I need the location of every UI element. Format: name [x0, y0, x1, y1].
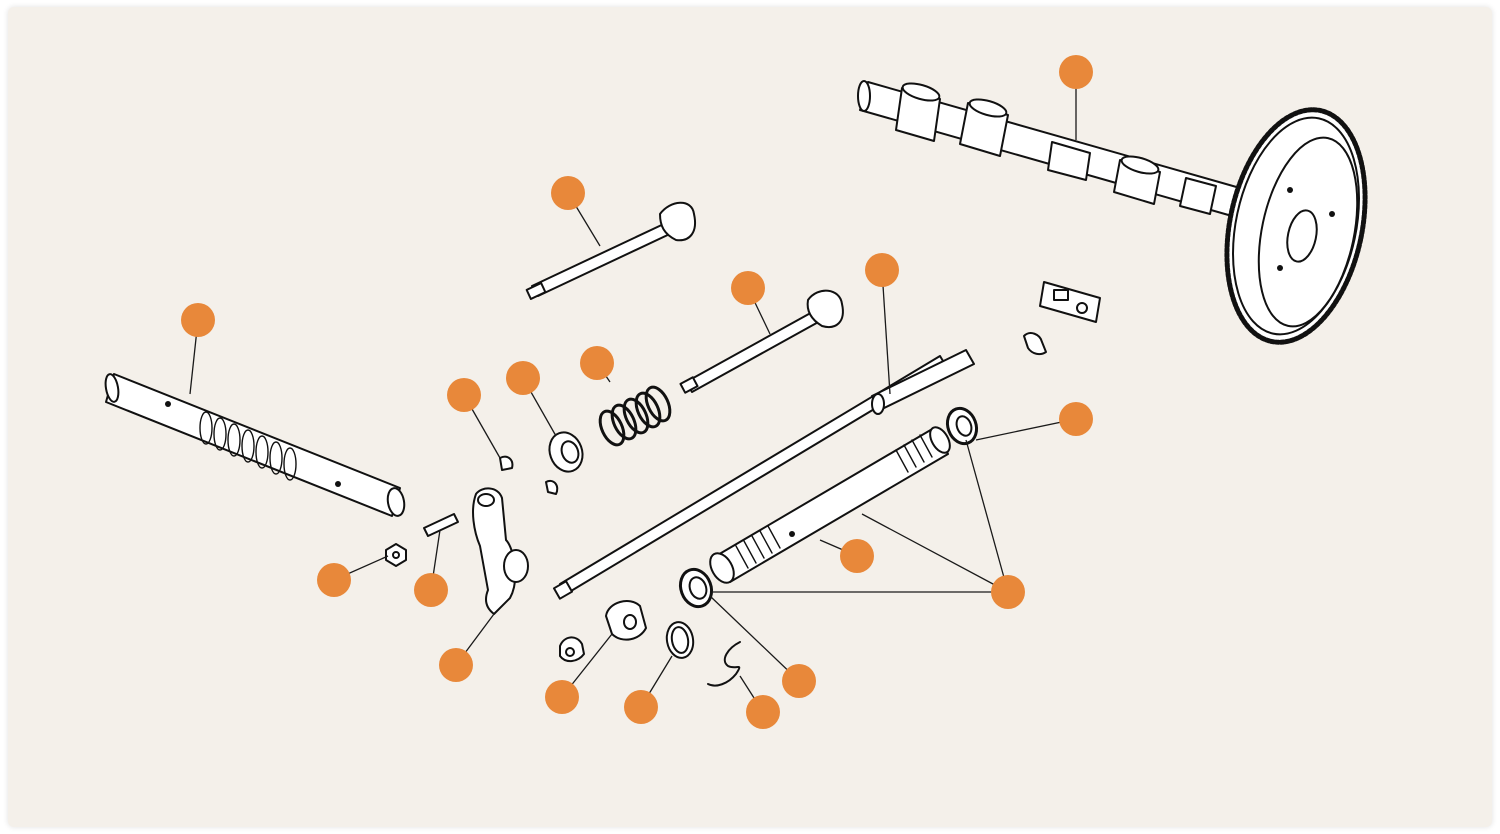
hotspot-clip[interactable] [746, 695, 780, 729]
tappet-guide [709, 426, 951, 584]
thrust-plate [1039, 281, 1101, 323]
hotspot-valve-spring[interactable] [580, 346, 614, 380]
clip [707, 641, 741, 687]
hotspot-rocker-arm[interactable] [439, 648, 473, 682]
valve-spring [598, 385, 672, 447]
diagram-frame [8, 7, 1492, 827]
hotspot-seal-lower[interactable] [782, 664, 816, 698]
seal-lower [678, 567, 714, 609]
hotspot-tappet-guide[interactable] [840, 539, 874, 573]
hotspot-tappet[interactable] [545, 680, 579, 714]
spring-cap [548, 431, 584, 473]
hotspot-rocker-shaft[interactable] [181, 303, 215, 337]
rocker-arm [472, 487, 529, 615]
hotspot-oil-seals-group[interactable] [991, 575, 1025, 609]
tab-washer [1023, 332, 1047, 356]
hotspot-lock-nut[interactable] [317, 563, 351, 597]
collets [499, 455, 559, 495]
hotspot-inlet-valve[interactable] [551, 176, 585, 210]
hotspot-seal-upper[interactable] [1059, 402, 1093, 436]
adjusting-screw [423, 513, 459, 537]
rocker-shaft [104, 373, 406, 517]
hotspot-collets[interactable] [447, 378, 481, 412]
exhaust-valve [679, 289, 844, 394]
hotspot-markers [181, 55, 1093, 729]
hotspot-pushrod[interactable] [865, 253, 899, 287]
camshaft [857, 80, 1368, 345]
seal-upper [945, 406, 979, 446]
seal-ring [665, 621, 695, 659]
pushrod [552, 349, 975, 600]
lock-nut [385, 543, 407, 567]
tappet [559, 600, 647, 662]
hotspot-spring-cap[interactable] [506, 361, 540, 395]
inlet-valve [525, 201, 696, 300]
hotspot-exhaust-valve[interactable] [731, 271, 765, 305]
hotspot-camshaft[interactable] [1059, 55, 1093, 89]
hotspot-seal-ring[interactable] [624, 690, 658, 724]
hotspot-adjusting-screw[interactable] [414, 573, 448, 607]
